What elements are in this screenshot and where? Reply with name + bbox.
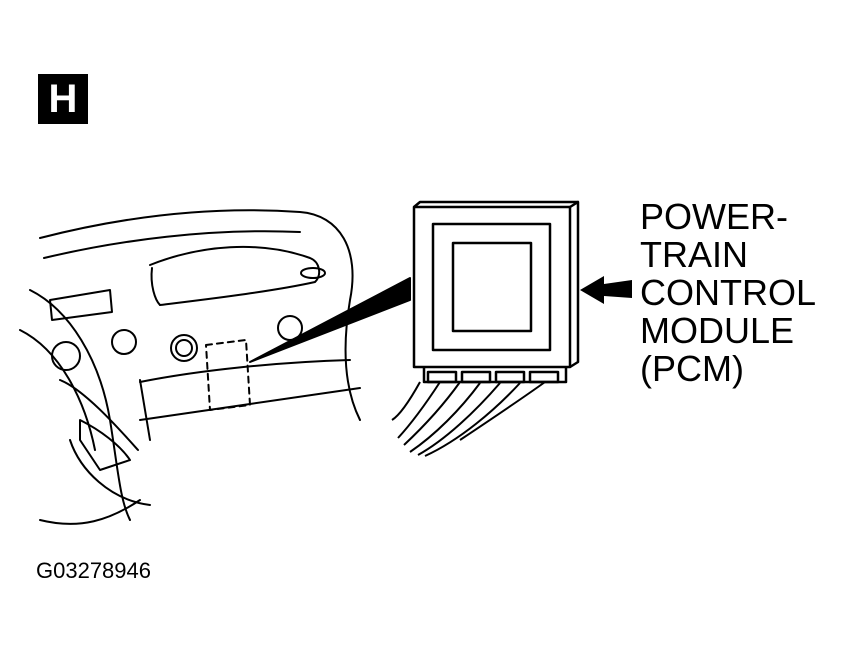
callout-line: TRAIN (640, 234, 748, 275)
left-arrow-icon (580, 276, 632, 304)
callout-line: CONTROL (640, 272, 817, 313)
callout-line: POWER- (640, 196, 788, 237)
callout-line: MODULE (640, 310, 795, 351)
pcm-module-illustration (391, 200, 580, 457)
section-badge: H (38, 74, 88, 124)
figure-id: G03278946 (36, 558, 151, 583)
pcm-callout-label: POWER- TRAIN CONTROL MODULE (PCM) (640, 198, 816, 388)
callout-line: (PCM) (640, 348, 744, 389)
dashboard-illustration (19, 209, 411, 525)
